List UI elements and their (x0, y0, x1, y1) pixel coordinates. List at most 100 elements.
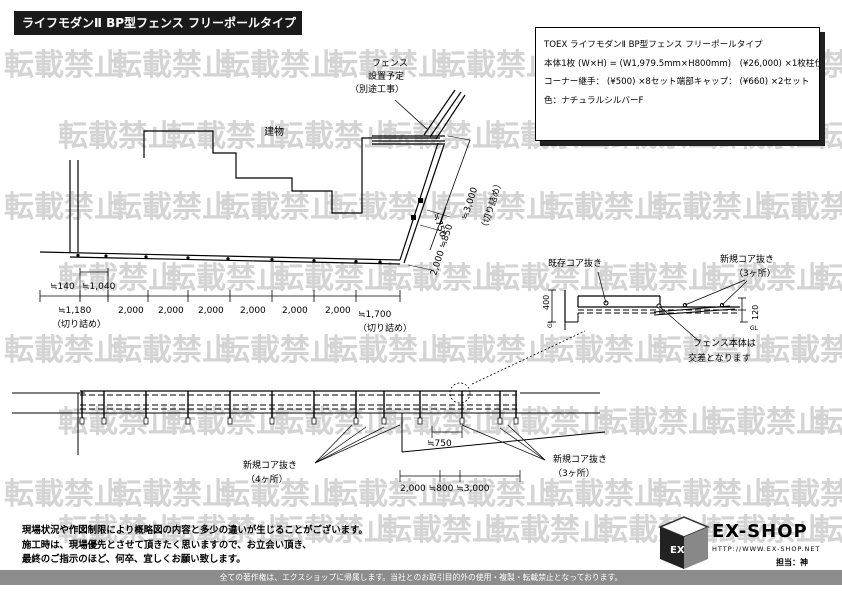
brand-name: EX-SHOP (712, 521, 808, 542)
fence-note-line1: フェンス (372, 59, 408, 69)
watermark-text: 転載禁止 (814, 513, 842, 548)
watermark-text: 転載禁止 (490, 513, 610, 548)
spec-line-color: 色：ナチュラルシルバーF (544, 95, 644, 106)
watermark-text: 転載禁止 (166, 119, 286, 154)
dim-140: ≒140 (50, 282, 75, 292)
plan-post (378, 260, 382, 264)
watermark-text: 転載禁止 (166, 261, 286, 296)
title-bar: ライフモダンⅡ BP型フェンス フリーポールタイプ (14, 11, 302, 35)
watermark-text: 転載禁止 (652, 190, 772, 225)
spec-line-product: TOEX ライフモダンⅡ BP型フェンス フリーポールタイプ (544, 40, 763, 50)
note-line-3: 最終のご指示のほど、何卒、宜しくお願い致します。 (22, 554, 246, 565)
plan-post (186, 256, 190, 260)
elev-dim-750: ≒750 (427, 439, 452, 449)
dim-2000-b: 2,000 (158, 306, 184, 316)
watermark-text: 転載禁止 (436, 477, 556, 512)
watermark-text: 転載禁止 (382, 513, 502, 548)
elevation-labels: 新規コア抜き （4ヶ所） 新規コア抜き （3ヶ所） ≒750 2,000 ≒80… (243, 439, 607, 494)
elev-dim-bottom: 2,000 ≒800 ≒3,000 (400, 484, 490, 494)
watermark-text: 転載禁止 (274, 405, 394, 440)
plan-post (76, 253, 80, 257)
diag-2000-850: 2,000 ≒850 (429, 223, 455, 277)
watermark-text: 転載禁止 (4, 333, 124, 368)
fence-run-top (39, 251, 401, 261)
watermark-text: 転載禁止 (706, 405, 826, 440)
dim-1040: ≒1,040 (82, 282, 116, 292)
elevation-post-base (143, 417, 149, 425)
spec-line-body: 本体1枚 (W×H) = (W1,979.5mm×H800mm) (¥26,00… (544, 58, 819, 69)
watermark-text: 転載禁止 (652, 333, 772, 368)
brand-url: HTTP://WWW.EX-SHOP.NET (712, 545, 821, 553)
watermark-text: 転載禁止 (220, 190, 340, 225)
elev-core-left: 新規コア抜き (243, 459, 297, 471)
detail-labels: 既存コア抜き 新規コア抜き （3ヶ所） 400 120 GL GL フェンス本体… (542, 253, 776, 364)
watermark-text: 転載禁止 (4, 477, 124, 512)
plan-post (354, 259, 358, 264)
watermark-text: 転載禁止 (328, 190, 448, 225)
fence-note-line3: （別途工事） (350, 83, 404, 95)
existing-core-label: 既存コア抜き (548, 257, 602, 269)
watermark-text: 転載禁止 (706, 513, 826, 548)
detail-new-core-label: 新規コア抜き (720, 253, 774, 265)
watermark-text: 転載禁止 (58, 119, 178, 154)
note-line-2: 施工時は、現場優先とさせて頂きたく思いますので、お立会い頂き、 (22, 539, 312, 551)
plan-view (39, 89, 471, 302)
watermark-text: 転載禁止 (544, 190, 664, 225)
dim-1180: ≒1,180 (58, 306, 92, 316)
dim-2000-a: 2,000 (118, 306, 144, 316)
diag-3000: ≒3,000 (460, 186, 480, 221)
watermark-text: 転載禁止 (814, 405, 842, 440)
watermark-text: 転載禁止 (760, 477, 842, 512)
elevation-post-base (101, 417, 107, 425)
height-120: 120 (751, 305, 760, 320)
height-400: 400 (542, 295, 551, 310)
diag-3000-cut: （切り詰め） (477, 178, 505, 233)
spec-line-joints: コーナー継手： (¥500) ×8セット端部キャップ： (¥660) ×2セット (544, 77, 810, 87)
detail-view (548, 271, 748, 343)
fence-run-bottom (69, 256, 401, 265)
note-line-1: 現場状況や作図制限により概略図の内容と多少の違いが生じることがございます。 (22, 525, 368, 536)
ex-shop-logo-icon: EX (658, 516, 710, 569)
drawing-title: ライフモダンⅡ BP型フェンス フリーポールタイプ (22, 16, 296, 30)
plan-labels: フェンス 設置予定 （別途工事） 建物 ≒140 ≒1,040 ≒1,180 2… (50, 59, 506, 334)
elevation-post-base (311, 417, 317, 425)
watermark-text: 転載禁止 (760, 190, 842, 225)
elevation-post-base (459, 417, 465, 425)
fence-note-line2: 設置予定 (368, 70, 404, 82)
elevation-post-base (497, 417, 503, 425)
watermark-text: 転載禁止 (598, 261, 718, 296)
watermark-text: 転載禁止 (58, 513, 178, 548)
building-label: 建物 (264, 125, 284, 138)
cut-right-label: （切り詰め） (358, 322, 412, 334)
gl-right: GL (750, 325, 759, 332)
watermark-text: 転載禁止 (112, 333, 232, 368)
dim-1700: ≒1,700 (358, 310, 392, 320)
watermark-text: 転載禁止 (544, 333, 664, 368)
elevation-post-base (381, 417, 387, 425)
watermark-text: 転載禁止 (220, 333, 340, 368)
watermark-text: 転載禁止 (328, 333, 448, 368)
watermark-text: 転載禁止 (112, 48, 232, 83)
elevation-post-base (513, 417, 519, 425)
elevation-view (12, 382, 606, 482)
dim-2000-d: 2,000 (240, 306, 266, 316)
svg-text:EX: EX (670, 545, 685, 556)
copyright-footer: 全ての著作権は、エクスショップに帰属します。当社とのお取引目的外の使用・複製・転… (0, 570, 842, 585)
watermark-text: 転載禁止 (598, 405, 718, 440)
watermark-text: 転載禁止 (544, 477, 664, 512)
elevation-post-base (269, 417, 275, 425)
gl-left: GL (547, 319, 554, 328)
plan-post (144, 255, 148, 259)
watermark-text: 転載禁止 (436, 190, 556, 225)
watermark-text: 転載禁止 (382, 261, 502, 296)
elev-core-right-count: （3ヶ所） (553, 468, 595, 479)
watermark-text: 転載禁止 (328, 48, 448, 83)
elev-core-left-count: （4ヶ所） (246, 474, 288, 485)
watermark-text: 転載禁止 (4, 48, 124, 83)
plan-post (104, 254, 108, 258)
dim-2000-e: 2,000 (282, 306, 308, 316)
watermark-text: 転載禁止 (112, 477, 232, 512)
watermark-text: 転載禁止 (220, 48, 340, 83)
